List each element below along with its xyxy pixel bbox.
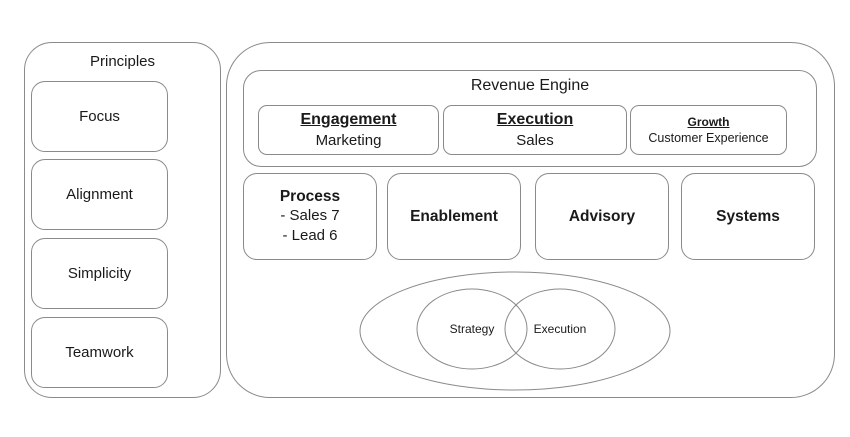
capability-enablement: Enablement bbox=[387, 173, 521, 260]
capability-title: Enablement bbox=[410, 207, 498, 225]
principle-alignment: Alignment bbox=[31, 159, 168, 230]
capability-process: Process - Sales 7 - Lead 6 bbox=[243, 173, 377, 260]
venn-diagram: Strategy Execution bbox=[359, 271, 671, 391]
capability-systems: Systems bbox=[681, 173, 815, 260]
pillar-growth: Growth Customer Experience bbox=[630, 105, 787, 155]
pillar-heading: Engagement bbox=[300, 110, 397, 128]
principle-focus: Focus bbox=[31, 81, 168, 152]
pillar-subtitle: Sales bbox=[516, 131, 554, 149]
capability-line: - Sales 7 bbox=[280, 206, 340, 224]
outer-ellipse bbox=[359, 271, 671, 391]
pillar-subtitle: Marketing bbox=[315, 131, 382, 149]
principle-simplicity: Simplicity bbox=[31, 238, 168, 309]
capability-title: Advisory bbox=[568, 207, 636, 225]
capability-title: Process bbox=[279, 187, 341, 205]
pillar-heading: Growth bbox=[687, 114, 730, 129]
principle-label: Simplicity bbox=[67, 265, 132, 282]
revenue-engine-title: Revenue Engine bbox=[470, 77, 590, 94]
pillar-subtitle: Customer Experience bbox=[648, 130, 769, 145]
strategy-circle bbox=[416, 288, 528, 370]
pillar-engagement: Engagement Marketing bbox=[258, 105, 439, 155]
principle-teamwork: Teamwork bbox=[31, 317, 168, 388]
principle-label: Teamwork bbox=[65, 344, 134, 361]
principle-label: Focus bbox=[79, 108, 120, 125]
venn-label-execution: Execution bbox=[534, 322, 587, 336]
capability-title: Systems bbox=[716, 207, 780, 225]
pillar-execution: Execution Sales bbox=[443, 105, 627, 155]
pillar-heading: Execution bbox=[496, 110, 574, 128]
principles-title: Principles bbox=[89, 53, 156, 70]
capability-line: - Lead 6 bbox=[282, 226, 338, 244]
venn-label-strategy: Strategy bbox=[450, 322, 495, 336]
execution-circle bbox=[504, 288, 616, 370]
principle-label: Alignment bbox=[66, 186, 133, 203]
capability-advisory: Advisory bbox=[535, 173, 669, 260]
